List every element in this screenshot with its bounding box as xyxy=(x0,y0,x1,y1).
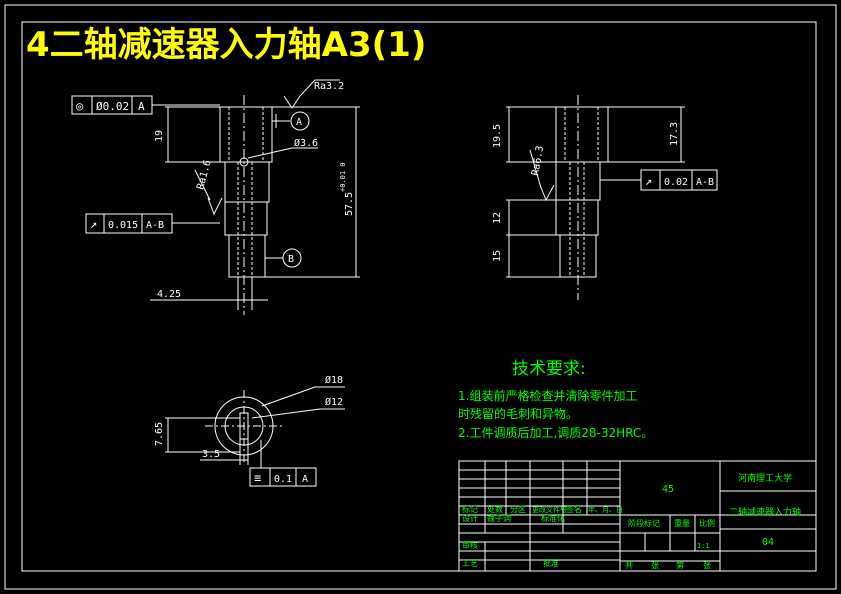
sym-datum: A xyxy=(302,474,308,485)
dim-15: 15 xyxy=(492,250,503,262)
section-view xyxy=(165,386,345,468)
dia-18-label: Ø18 xyxy=(325,374,343,386)
hole-dia-label: Ø3.6 xyxy=(294,137,318,149)
dia-12-label: Ø12 xyxy=(325,396,343,408)
runout-frame-side: ↗ 0.02 A-B xyxy=(640,169,718,191)
symmetry-icon: ≡ xyxy=(254,471,261,485)
weight-label: 重量 xyxy=(674,518,690,528)
side-runout-datum: A-B xyxy=(696,177,714,188)
tech-heading: 技术要求: xyxy=(512,359,586,379)
flatness-symbol: ◎ xyxy=(76,99,83,113)
dim-total-tol: +0.01 0 xyxy=(339,162,347,192)
flatness-value: Ø0.02 xyxy=(96,100,129,113)
outer-border xyxy=(4,4,837,590)
process-label: 工艺 xyxy=(462,559,478,568)
approve-label: 批准 xyxy=(543,558,559,568)
datum-b-label: B xyxy=(288,254,294,265)
designer-label: 设计 xyxy=(462,513,478,523)
datum-a-label: A xyxy=(296,117,302,128)
header-sign: 签名 xyxy=(566,504,582,514)
designer-name: 魏子洞 xyxy=(487,513,511,523)
datum-b-circle xyxy=(282,248,302,268)
sheet-zhang2: 张 xyxy=(703,561,711,570)
side-roughness-label: Ra6.3 xyxy=(530,145,546,177)
dim-12: 12 xyxy=(492,212,503,224)
runout-icon: ↗ xyxy=(645,174,652,188)
shaft-mid-section xyxy=(224,161,270,203)
material-label: 45 xyxy=(662,484,674,495)
tech-requirements: 技术要求: 1.组装前严格检查并清除零件加工 时残留的毛刺和异物。 2.工件调质… xyxy=(458,359,653,440)
drawing-no-label: 04 xyxy=(762,537,774,548)
runout-frame-front: ↗ 0.015 A-B xyxy=(85,213,173,234)
ratio-label: 比例 xyxy=(699,518,715,528)
side-view xyxy=(506,95,685,300)
title-block-text: 45 河南理工大学 二轴减速器入力轴 04 1:1 标记 处数 分区 更改文件号… xyxy=(462,472,801,570)
dim-195: 19.5 xyxy=(492,124,503,148)
inner-border xyxy=(21,21,817,572)
runout-datum: A-B xyxy=(146,220,164,231)
flatness-frame: ◎ Ø0.02 A xyxy=(71,95,153,115)
dim-19: 19 xyxy=(154,130,165,142)
review-label: 审核 xyxy=(462,540,478,550)
runout-icon: ↗ xyxy=(90,217,97,231)
dim-425: 4.25 xyxy=(157,289,181,300)
school-label: 河南理工大学 xyxy=(738,472,792,484)
dim-765: 7.65 xyxy=(154,422,165,446)
tech-line-1: 1.组装前严格检查并清除零件加工 xyxy=(458,388,637,403)
roughness-top-mark xyxy=(283,79,340,109)
sym-value: 0.1 xyxy=(274,474,292,485)
side-runout-value: 0.02 xyxy=(664,177,688,188)
dim-173: 17.3 xyxy=(669,122,680,146)
scale-label: 1:1 xyxy=(697,542,710,550)
front-view xyxy=(150,79,360,315)
dim-35: 3.5 xyxy=(202,449,220,460)
tech-line-2: 时残留的毛刺和异物。 xyxy=(458,406,578,421)
sheet-total: 共 xyxy=(625,561,633,570)
header-change-doc: 更改文件号 xyxy=(532,505,567,514)
drawing-title: 4二轴减速器入力轴A3(1) xyxy=(26,25,426,65)
roughness-top-label: Ra3.2 xyxy=(314,81,344,92)
shaft-bottom-section xyxy=(228,234,266,278)
datum-a-circle xyxy=(290,111,310,131)
header-count: 处数 xyxy=(487,504,503,514)
stage-mark-label: 阶段标记 xyxy=(628,518,660,528)
shaft-lower-section xyxy=(224,201,268,236)
standardize-label: 标准化 xyxy=(541,513,565,523)
flatness-datum: A xyxy=(138,100,145,113)
part-name-label: 二轴减速器入力轴 xyxy=(729,506,801,518)
runout-value: 0.015 xyxy=(108,220,138,231)
header-mark: 标记 xyxy=(462,504,478,514)
cross-hole xyxy=(239,157,249,167)
title-block xyxy=(458,460,817,572)
symmetry-frame: ≡ 0.1 A xyxy=(249,467,317,487)
sheet-di: 第 xyxy=(676,560,684,570)
shaft-top-section xyxy=(219,106,273,163)
header-zone: 分区 xyxy=(510,505,526,514)
roughness-side-label: Ra1.6 xyxy=(195,159,213,191)
sheet-zhang: 张 xyxy=(651,561,659,570)
dim-total: 57.5 xyxy=(344,192,355,216)
tech-line-3: 2.工件调质后加工,调质28-32HRC。 xyxy=(458,426,653,440)
header-date: 年、月、日 xyxy=(588,505,623,514)
